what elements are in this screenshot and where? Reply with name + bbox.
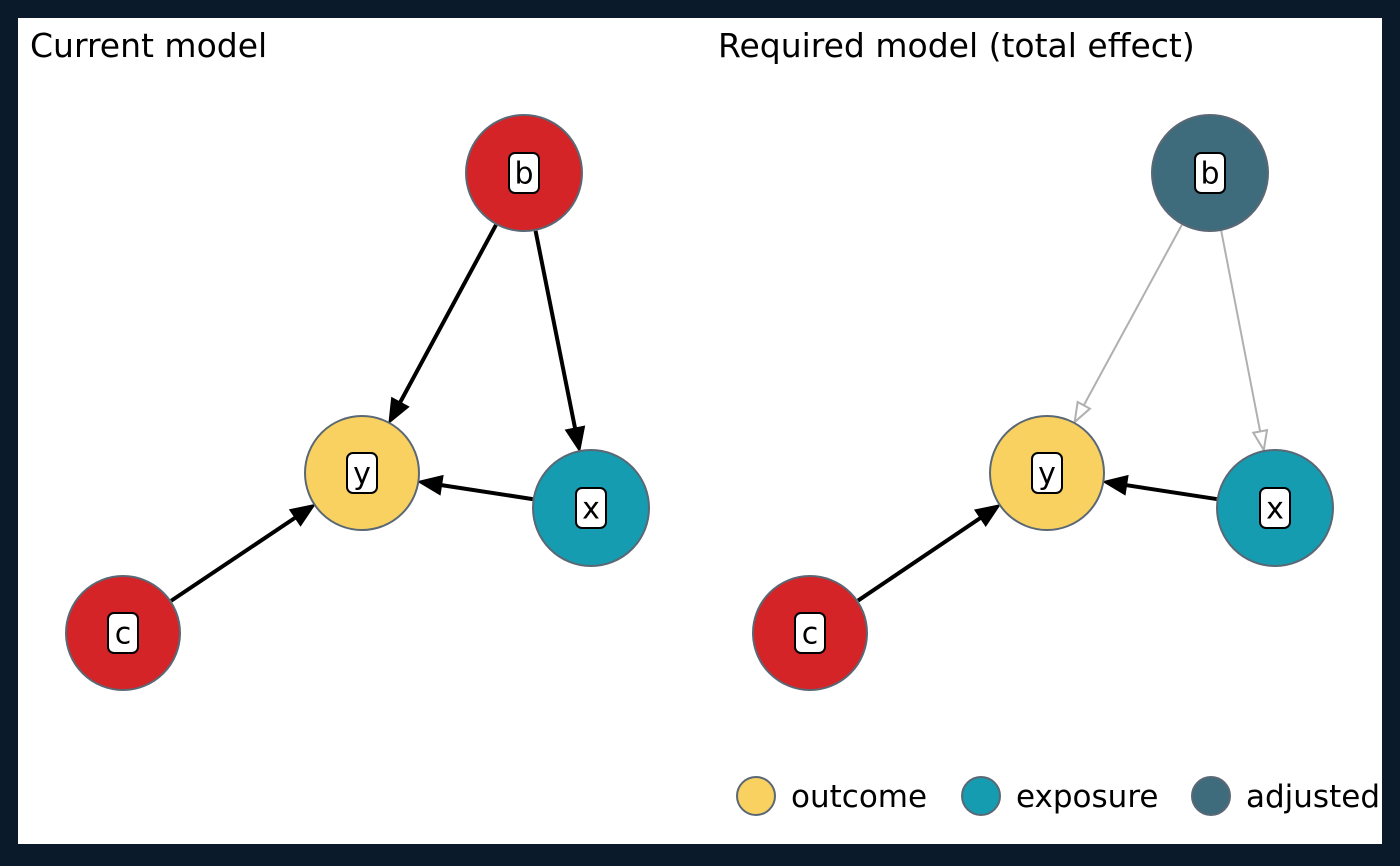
edge-current-model-b-to-y <box>388 223 498 425</box>
nodes-layer: b y x c b y x c <box>65 114 1334 691</box>
node-label-box-x <box>1259 487 1291 529</box>
legend-swatch-adjusted <box>1191 776 1231 816</box>
node-current-model-c[interactable]: c <box>65 575 181 691</box>
legend-label-exposure: exposure <box>1016 779 1158 815</box>
node-required-model-b[interactable]: b <box>1151 114 1269 232</box>
node-required-model-c[interactable]: c <box>752 575 868 691</box>
node-label-y: y <box>353 457 371 492</box>
node-label-c: c <box>115 617 132 652</box>
edge-current-model-b-to-x <box>533 230 586 453</box>
node-current-model-b[interactable]: b <box>465 114 583 232</box>
node-required-model-x[interactable]: x <box>1216 449 1334 567</box>
node-label-b: b <box>514 157 533 192</box>
panel-titles-layer: Current model Required model (total effec… <box>30 26 1195 65</box>
node-current-model-y[interactable]: y <box>304 415 420 531</box>
panel-title-required-model: Required model (total effect) <box>718 26 1195 65</box>
edges-layer <box>170 223 1269 603</box>
node-label-box-y <box>1031 452 1063 494</box>
node-label-y: y <box>1038 457 1056 492</box>
edge-required-model-c-to-y <box>856 503 1002 603</box>
edge-required-model-x-to-y <box>1101 474 1217 502</box>
node-label-box-y <box>346 452 378 494</box>
node-label-x: x <box>582 492 600 527</box>
panel-title-current-model: Current model <box>30 26 267 65</box>
node-label-box-c <box>794 612 826 654</box>
node-label-c: c <box>802 617 819 652</box>
dag-diagram: b y x c b y x c Current model Required model (to… <box>30 26 1380 816</box>
legend-swatch-exposure <box>961 776 1001 816</box>
figure-canvas: b y x c b y x c Current model Required model (to… <box>18 18 1382 844</box>
node-label-x: x <box>1266 492 1284 527</box>
node-label-box-b <box>1194 152 1226 194</box>
node-label-box-b <box>508 152 540 194</box>
legend: outcome exposure adjusted <box>736 776 1380 816</box>
legend-item-exposure[interactable]: exposure <box>961 776 1158 816</box>
node-current-model-x[interactable]: x <box>532 449 650 567</box>
node-label-b: b <box>1200 157 1219 192</box>
edge-current-model-c-to-y <box>170 503 316 603</box>
legend-swatch-outcome <box>736 776 776 816</box>
edge-current-model-x-to-y <box>416 474 533 502</box>
edge-required-model-b-to-y <box>1073 224 1183 425</box>
edge-required-model-b-to-x <box>1220 230 1269 453</box>
node-label-box-x <box>575 487 607 529</box>
node-label-box-c <box>107 612 139 654</box>
legend-label-adjusted: adjusted <box>1246 779 1380 815</box>
legend-item-outcome[interactable]: outcome <box>736 776 927 816</box>
legend-label-outcome: outcome <box>791 779 927 815</box>
node-required-model-y[interactable]: y <box>989 415 1105 531</box>
legend-item-adjusted[interactable]: adjusted <box>1191 776 1380 816</box>
